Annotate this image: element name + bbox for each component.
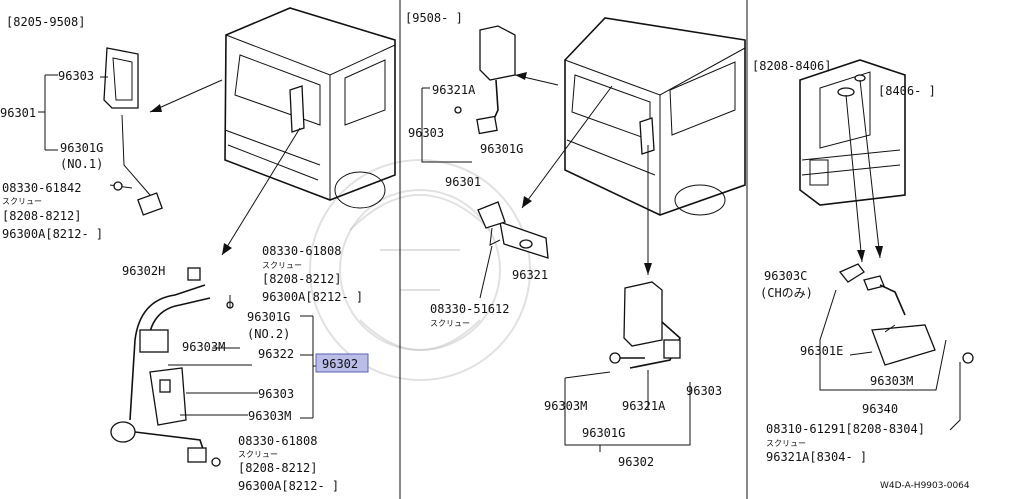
p1-96301: 96301 bbox=[0, 106, 36, 120]
p1-bolt2: 08330-61808 bbox=[262, 244, 341, 258]
mirror-1 bbox=[103, 47, 163, 216]
arrow-1 bbox=[149, 79, 223, 113]
p1-96303-b: 96303 bbox=[258, 387, 294, 401]
p3-96301e: 96301E bbox=[800, 344, 843, 358]
p1-range1: [8208-8212] bbox=[2, 209, 81, 223]
p2-96301: 96301 bbox=[445, 175, 481, 189]
panel-1: [8205-9508] 96303 96301 96301G (NO.1) 08… bbox=[0, 7, 396, 493]
van-rear-3 bbox=[799, 59, 906, 206]
van-front-2 bbox=[564, 17, 746, 216]
arrow-4 bbox=[521, 85, 613, 209]
p2-screw: スクリュー bbox=[430, 319, 470, 328]
p3-96321a: 96321A[8304- ] bbox=[766, 450, 867, 464]
p3-ch-only: (CHのみ) bbox=[760, 286, 813, 300]
p1-96322: 96322 bbox=[258, 347, 294, 361]
p3-range-a: [8208-8406] bbox=[752, 59, 831, 73]
p1-96303m-b: 96303M bbox=[248, 409, 291, 423]
p2-96303m: 96303M bbox=[544, 399, 587, 413]
p1-no2: (NO.2) bbox=[247, 327, 290, 341]
arrow-7 bbox=[859, 79, 881, 259]
p3-code: W4D-A-H9903-0064 bbox=[880, 481, 970, 491]
watermark bbox=[309, 159, 531, 381]
p1-date-range: [8205-9508] bbox=[6, 15, 85, 29]
p1-screw3: スクリュー bbox=[238, 450, 278, 459]
p1-screw: スクリュー bbox=[2, 197, 42, 206]
p3-96340: 96340 bbox=[862, 402, 898, 416]
p1-96302: 96302 bbox=[322, 357, 358, 371]
p3-range-b: [8406- ] bbox=[878, 84, 936, 98]
p1-range3: [8208-8212] bbox=[262, 272, 341, 286]
p3-96303c: 96303C bbox=[764, 269, 807, 283]
p1-96303m: 96303M bbox=[182, 340, 225, 354]
p2-date-range: [9508- ] bbox=[405, 11, 463, 25]
p1-screw2: スクリュー bbox=[262, 261, 302, 270]
p1-bolt: 08330-61842 bbox=[2, 181, 81, 195]
p2-bolt: 08330-51612 bbox=[430, 302, 509, 316]
panel-3: [8208-8406] [8406- ] 96303C (CHのみ) 96301… bbox=[752, 59, 974, 491]
p2-96321: 96321 bbox=[512, 268, 548, 282]
mirror-assembly-2 bbox=[609, 281, 681, 369]
van-front-1 bbox=[224, 7, 396, 209]
p2-96301g: 96301G bbox=[480, 142, 523, 156]
p2-96303-b: 96303 bbox=[686, 384, 722, 398]
p3-bolt: 08310-61291[8208-8304] bbox=[766, 422, 925, 436]
arrow-6 bbox=[845, 94, 863, 263]
p1-bolt3: 08330-61808 bbox=[238, 434, 317, 448]
p2-96302: 96302 bbox=[618, 455, 654, 469]
p1-96302h: 96302H bbox=[122, 264, 165, 278]
arrow-2 bbox=[221, 127, 301, 256]
p1-range6: 96300A[8212- ] bbox=[238, 479, 339, 493]
p1-96303: 96303 bbox=[58, 69, 94, 83]
mirror-assembly-1 bbox=[110, 267, 234, 467]
p1-range4: 96300A[8212- ] bbox=[262, 290, 363, 304]
mirror-assembly-3 bbox=[838, 263, 974, 366]
p3-screw: スクリュー bbox=[766, 439, 806, 448]
p2-96301g-b: 96301G bbox=[582, 426, 625, 440]
p2-96321a-b: 96321A bbox=[622, 399, 666, 413]
p1-no1: (NO.1) bbox=[60, 157, 103, 171]
mirror-mid-2 bbox=[477, 201, 549, 259]
p2-96303: 96303 bbox=[408, 126, 444, 140]
p2-96321a: 96321A bbox=[432, 83, 476, 97]
p1-range2: 96300A[8212- ] bbox=[2, 227, 103, 241]
p1-range5: [8208-8212] bbox=[238, 461, 317, 475]
p3-96303m: 96303M bbox=[870, 374, 913, 388]
p1-96301g: 96301G bbox=[60, 141, 103, 155]
mirror-2 bbox=[454, 25, 516, 135]
panel-2: [9508- ] 96321A 96303 96301G 96301 96321… bbox=[405, 11, 746, 469]
p1-96302-highlight[interactable] bbox=[315, 353, 369, 373]
p1-96301g-2: 96301G bbox=[247, 310, 290, 324]
